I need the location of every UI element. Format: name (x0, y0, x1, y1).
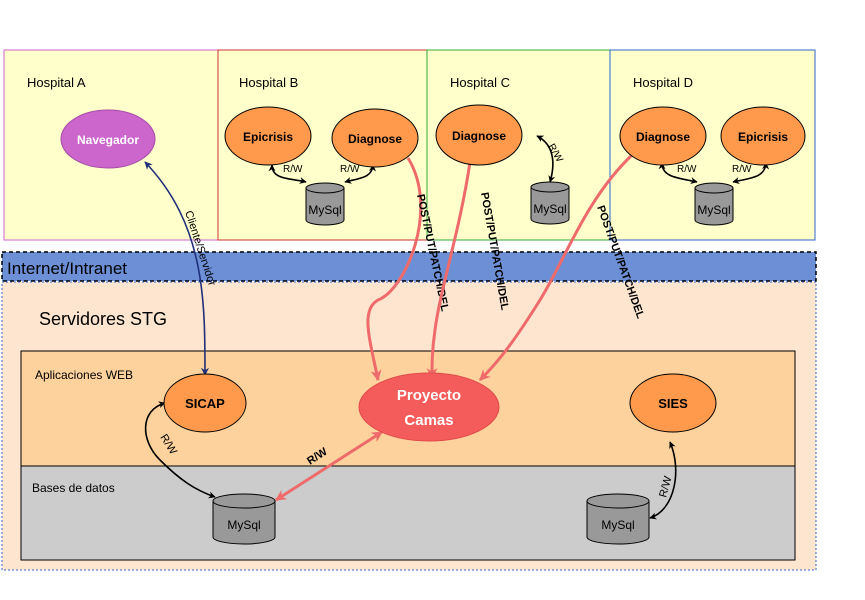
epicrisis-d-label: Epicrisis (738, 130, 788, 144)
mysql-servers-right-label: MySql (601, 518, 634, 532)
edge-post-b (366, 157, 423, 382)
navegador-node[interactable]: Navegador (60, 109, 156, 169)
sies-node[interactable]: SIES (629, 373, 717, 433)
diagnose-b-node[interactable]: Diagnose (331, 108, 419, 168)
diagnose-d-label: Diagnose (636, 130, 690, 144)
edge-label-rw-d-left: R/W (677, 164, 697, 175)
edge-label-rw-d-right: R/W (732, 164, 752, 175)
mysql-b-node[interactable]: MySql (305, 182, 345, 226)
diagnose-c-label: Diagnose (452, 129, 506, 143)
edge-post-d (478, 153, 634, 382)
edge-label-rw-b-left: R/W (283, 164, 303, 175)
edge-rw-d-left (658, 162, 698, 184)
edge-rw-b-right (344, 164, 377, 184)
edge-rw-d-right (732, 162, 770, 184)
sicap-label: SICAP (185, 396, 225, 411)
apps-label: Aplicaciones WEB (35, 368, 133, 382)
edge-rw-sies (649, 441, 677, 520)
servers-title: Servidores STG (39, 309, 167, 329)
proyecto-label-1: Proyecto (397, 387, 461, 404)
mysql-b-label: MySql (308, 203, 341, 217)
edge-cliente-servidor (144, 161, 209, 376)
hospital-c-title: Hospital C (450, 75, 510, 90)
mysql-servers-left-label: MySql (227, 518, 260, 532)
edge-label-rw-sies: R/W (657, 474, 674, 498)
hospital-b-title: Hospital B (239, 75, 298, 90)
hospital-a-title: Hospital A (27, 75, 86, 90)
proyecto-label-2: Camas (404, 412, 453, 429)
diagnose-c-node[interactable]: Diagnose (435, 104, 523, 166)
internet-label: Internet/Intranet (7, 259, 127, 278)
epicrisis-d-node[interactable]: Epicrisis (720, 106, 806, 166)
proyecto-camas-node[interactable]: Proyecto Camas (358, 372, 500, 442)
edge-label-rw-b-right: R/W (340, 164, 360, 175)
diagnose-d-node[interactable]: Diagnose (619, 106, 707, 166)
mysql-d-label: MySql (697, 203, 730, 217)
mysql-servers-right-node[interactable]: MySql (586, 493, 650, 545)
db-label: Bases de datos (32, 481, 115, 495)
epicrisis-b-label: Epicrisis (243, 130, 293, 144)
diagnose-b-label: Diagnose (348, 132, 402, 146)
sies-label: SIES (658, 396, 688, 411)
epicrisis-b-node[interactable]: Epicrisis (224, 106, 312, 166)
mysql-c-label: MySql (533, 202, 566, 216)
edge-rw-proyecto (275, 430, 383, 502)
internet-band: Internet/Intranet (1, 251, 817, 282)
sicap-node[interactable]: SICAP (163, 373, 247, 433)
navegador-label: Navegador (77, 133, 139, 147)
mysql-servers-left-node[interactable]: MySql (212, 493, 276, 545)
edge-rw-c (536, 135, 556, 183)
edge-post-c (426, 161, 472, 380)
mysql-d-node[interactable]: MySql (694, 182, 734, 226)
mysql-c-node[interactable]: MySql (530, 181, 570, 225)
hospital-d-title: Hospital D (633, 75, 693, 90)
edge-rw-b-left (268, 164, 307, 184)
db-panel: Bases de datos (20, 465, 796, 561)
edge-rw-sicap (144, 401, 216, 499)
